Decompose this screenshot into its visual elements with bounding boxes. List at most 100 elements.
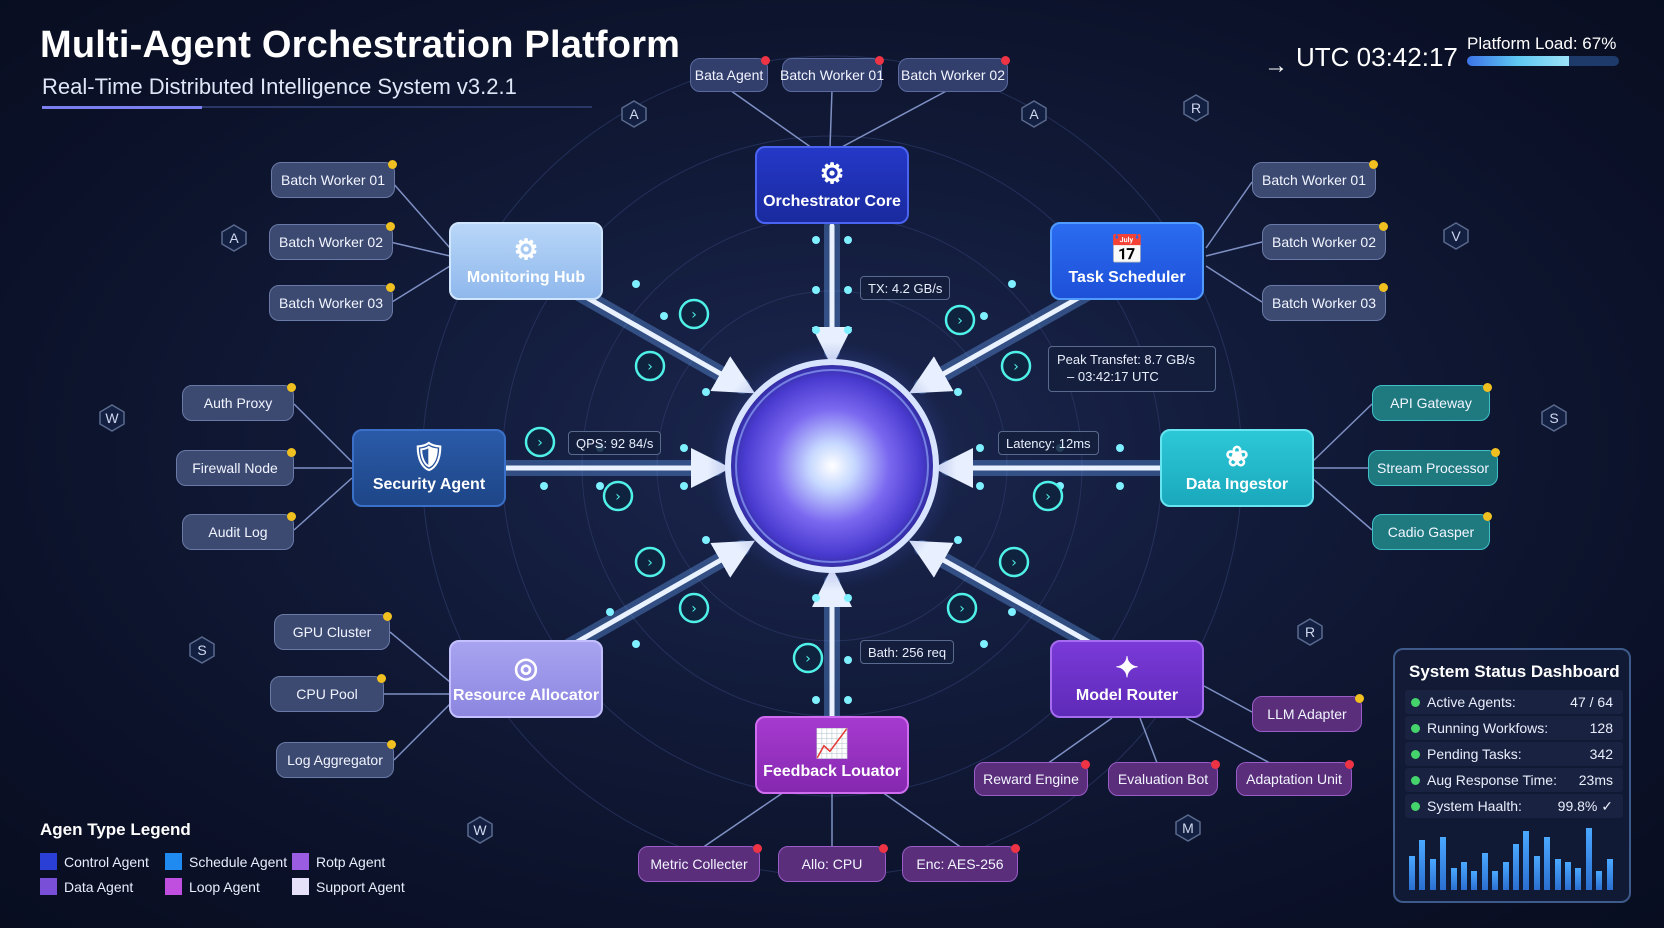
pill-cadio-gasper[interactable]: Cadio Gasper [1372, 512, 1492, 550]
row-value: 128 [1589, 720, 1613, 736]
legend-label: Support Agent [316, 878, 405, 895]
hex-marker: R [1296, 618, 1324, 646]
pill-llm-adapter[interactable]: LLM Adapter [1252, 694, 1364, 732]
pill-api-gateway[interactable]: API Gateway [1372, 383, 1492, 421]
status-dot [287, 383, 296, 392]
security-agent-node[interactable]: 🛡 Security Agent [352, 429, 506, 507]
pill-batch-worker-03-left[interactable]: Batch Worker 03 [269, 283, 395, 321]
flow-indicator [998, 546, 1030, 578]
dashboard-bar [1523, 831, 1530, 890]
feedback-louator-node[interactable]: 📈 Feedback Louator [755, 716, 909, 794]
status-dot [1211, 760, 1220, 769]
target-icon: ◎ [513, 652, 539, 683]
pill-reward-engine[interactable]: Reward Engine [974, 760, 1090, 796]
pill-log-aggregator[interactable]: Log Aggregator [276, 740, 396, 778]
pill-adaptation-unit[interactable]: Adaptation Unit [1236, 760, 1354, 796]
legend-swatch [165, 853, 182, 870]
status-dot [387, 740, 396, 749]
legend-swatch [165, 878, 182, 895]
pill-batch-worker-03-right[interactable]: Batch Worker 03 [1262, 283, 1388, 321]
dashboard-bar [1513, 843, 1519, 890]
hex-letter: W [105, 410, 119, 426]
chart-icon: 📈 [814, 728, 850, 759]
flow-indicator [1000, 350, 1032, 382]
flow-dot [844, 656, 852, 664]
flow-indicator [678, 592, 710, 624]
flow-dot [632, 280, 640, 288]
status-dot [1081, 760, 1090, 769]
cycle-icon: › [1011, 555, 1017, 571]
hex-letter: A [629, 106, 639, 122]
legend-item-data-agent: Data Agent [40, 878, 133, 895]
flow-dot [844, 236, 852, 244]
pill-enc-aes-256[interactable]: Enc: AES-256 [902, 844, 1020, 882]
hex-marker: R [1182, 94, 1210, 122]
pill-batch-worker-01-left[interactable]: Batch Worker 01 [271, 160, 397, 198]
system-status-dashboard: System Status Dashboard Active Agents:47… [1393, 648, 1631, 903]
utc-clock: UTC 03:42:17 [1296, 42, 1458, 72]
pill-metric-collecter[interactable]: Metric Collecter [638, 844, 762, 882]
page-subtitle: Real-Time Distributed Intelligence Syste… [42, 74, 517, 99]
flow-dot [702, 388, 710, 396]
pill-batch-worker-01-right[interactable]: Batch Worker 01 [1252, 160, 1378, 198]
shield-icon: 🛡 [411, 441, 447, 472]
pill-audit-log[interactable]: Audit Log [182, 512, 296, 550]
branch-icon: ✦ [1115, 652, 1139, 683]
hex-marker: W [466, 816, 494, 844]
pill-batch-worker-02-right[interactable]: Batch Worker 02 [1262, 222, 1388, 260]
flow-dot [596, 482, 604, 490]
pill-batch-worker-02-top[interactable]: Batch Worker 02 [898, 56, 1010, 92]
flow-dot [660, 312, 668, 320]
task-scheduler-node[interactable]: 📅 Task Scheduler [1050, 222, 1204, 300]
hex-letter: R [1304, 624, 1316, 640]
flow-indicator [634, 546, 666, 578]
node-label: Task Scheduler [1068, 269, 1186, 286]
status-dot [383, 612, 392, 621]
pill-bata-agent[interactable]: Bata Agent [690, 56, 770, 92]
model-router-node[interactable]: ✦ Model Router [1050, 640, 1204, 718]
flow-dot [680, 444, 688, 452]
hex-marker: A [220, 224, 248, 252]
flow-dot [954, 536, 962, 544]
resource-allocator-node[interactable]: ◎ Resource Allocator [449, 640, 603, 718]
pill-firewall-node[interactable]: Firewall Node [176, 448, 296, 486]
arrow-right-icon: → [1264, 52, 1288, 79]
node-label: Feedback Louator [763, 763, 901, 780]
status-dot [287, 448, 296, 457]
pill-allo-cpu[interactable]: Allo: CPU [778, 844, 888, 882]
flow-indicator [524, 426, 556, 458]
dashboard-row-active-agents: Active Agents:47 / 64 [1405, 690, 1623, 714]
status-dot [287, 512, 296, 521]
pill-cpu-pool[interactable]: CPU Pool [270, 674, 386, 712]
pill-label: Batch Worker 03 [1272, 295, 1377, 311]
flow-dot [1008, 608, 1016, 616]
dashboard-bar [1492, 871, 1499, 890]
dashboard-row-system-health: System Haalth:99.8% ✓ [1405, 794, 1623, 818]
pill-auth-proxy[interactable]: Auth Proxy [182, 383, 296, 421]
batch-tag: Bath: 256 req [860, 640, 955, 664]
monitoring-hub-node[interactable]: ⚙ Monitoring Hub [449, 222, 603, 300]
orchestrator-core-node[interactable]: ⚙ Orchestrator Core [755, 146, 909, 224]
node-label: Data Ingestor [1185, 476, 1289, 493]
status-dot [1379, 283, 1388, 292]
flow-indicator [634, 350, 666, 382]
legend-title: Agen Type Legend [40, 820, 191, 839]
pill-label: Allo: CPU [801, 856, 863, 872]
header-divider [42, 106, 592, 109]
pill-stream-processor[interactable]: Stream Processor [1368, 448, 1500, 486]
data-ingestor-node[interactable]: ❀ Data Ingestor [1160, 429, 1314, 507]
row-value: 23ms [1578, 772, 1613, 788]
pill-evaluation-bot[interactable]: Evaluation Bot [1108, 760, 1220, 796]
dashboard-bar [1585, 828, 1592, 890]
pill-batch-worker-02-left[interactable]: Batch Worker 02 [269, 222, 395, 260]
flow-beam [567, 285, 756, 394]
dashboard-bar [1596, 871, 1603, 890]
legend-label: Rotp Agent [316, 853, 386, 870]
pill-gpu-cluster[interactable]: GPU Cluster [274, 612, 392, 650]
pill-batch-worker-01-top[interactable]: Batch Worker 01 [780, 56, 884, 92]
flow-dot [680, 482, 688, 490]
node-label: Resource Allocator [452, 687, 600, 704]
legend-item-control-agent: Control Agent [40, 853, 149, 870]
node-label: Orchestrator Core [763, 193, 901, 210]
